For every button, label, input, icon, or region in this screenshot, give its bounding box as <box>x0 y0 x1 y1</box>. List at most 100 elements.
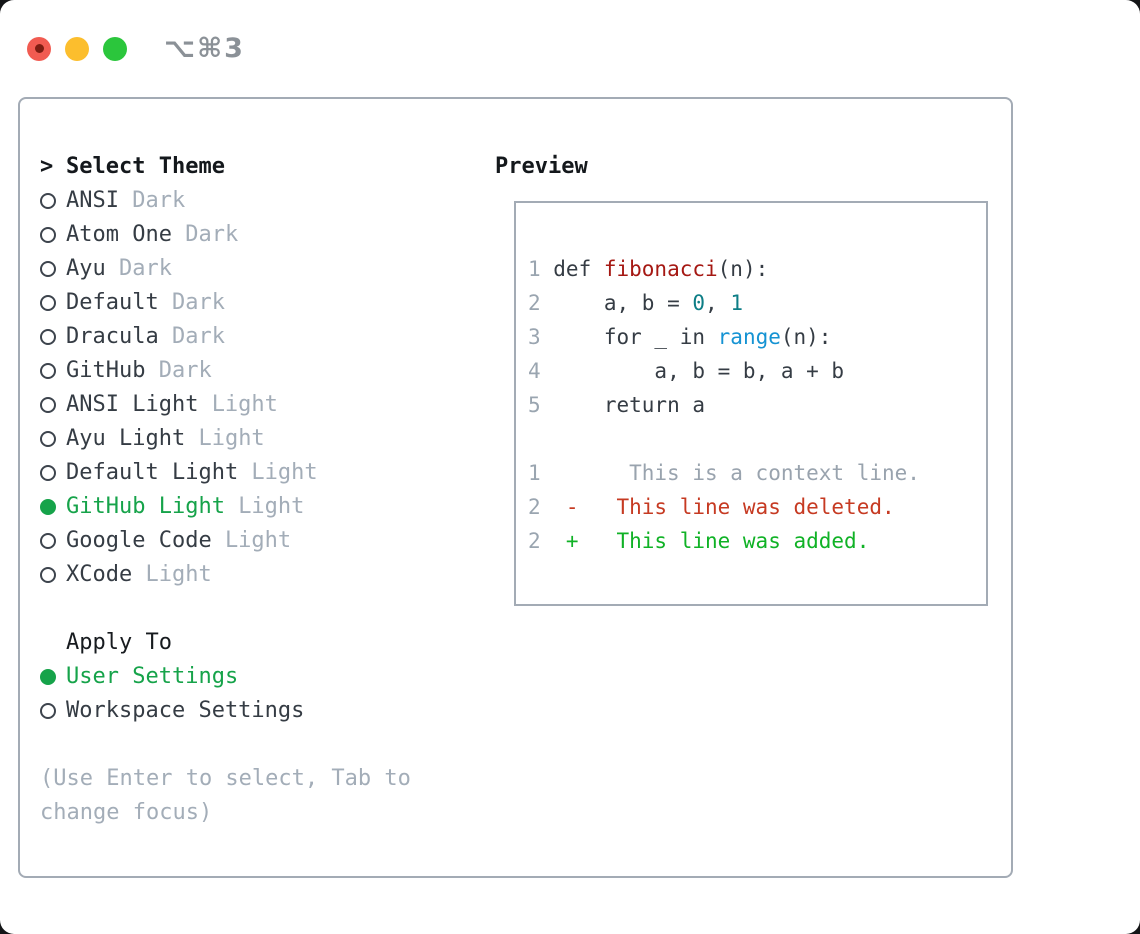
radio-unselected-icon <box>40 397 66 413</box>
radio-unselected-icon <box>40 431 66 447</box>
radio-selected-icon <box>40 669 66 685</box>
radio-unselected-icon <box>40 533 66 549</box>
theme-variant-label: Dark <box>158 358 212 383</box>
theme-variant-label: Light <box>211 392 278 417</box>
apply-to-option[interactable]: User Settings <box>40 660 490 694</box>
diff-line-deleted: 2- This line was deleted. <box>528 490 976 524</box>
diff-text: This is a context line. <box>629 461 920 485</box>
theme-name-label: Google Code <box>66 528 212 553</box>
diff-text: This line was deleted. <box>616 495 895 519</box>
window-title: ⌥⌘3 <box>164 33 245 64</box>
spacer <box>40 728 490 762</box>
code-line: 2 a, b = 0, 1 <box>528 286 976 320</box>
close-button[interactable] <box>27 36 51 61</box>
theme-option[interactable]: GitHub Dark <box>40 354 490 388</box>
code-token-plain: (n): <box>717 257 769 281</box>
code-token-plain: return a <box>553 393 705 417</box>
line-number: 1 <box>528 461 541 485</box>
diff-marker: + <box>565 529 579 553</box>
code-line: 5 return a <box>528 388 976 422</box>
theme-name-label: Default Light <box>66 460 239 485</box>
code-token-number: 1 <box>730 291 743 315</box>
code-token-func: fibonacci <box>603 257 718 281</box>
theme-option[interactable]: Dracula Dark <box>40 320 490 354</box>
diff-line-context: 1 This is a context line. <box>528 456 976 490</box>
code-token-plain: a, b = b, a + b <box>553 359 845 383</box>
line-number: 2 <box>528 495 541 519</box>
spacer <box>40 592 490 626</box>
minimize-button[interactable] <box>65 36 89 61</box>
theme-variant-label: Light <box>251 460 318 485</box>
maximize-button[interactable] <box>103 36 127 61</box>
theme-name-label: GitHub Light <box>66 494 225 519</box>
apply-to-label: User Settings <box>66 664 239 689</box>
theme-variant-label: Dark <box>132 188 186 213</box>
close-button-dot-icon <box>34 44 44 53</box>
diff-text: This line was added. <box>616 529 870 553</box>
radio-unselected-icon <box>40 703 66 719</box>
apply-to-label: Workspace Settings <box>66 698 305 723</box>
code-line: 4 a, b = b, a + b <box>528 354 976 388</box>
select-theme-title: Select Theme <box>66 154 225 179</box>
theme-name-label: Dracula <box>66 324 159 349</box>
radio-unselected-icon <box>40 261 66 277</box>
theme-option[interactable]: ANSI Dark <box>40 184 490 218</box>
radio-unselected-icon <box>40 295 66 311</box>
theme-option[interactable]: GitHub Light Light <box>40 490 490 524</box>
diff-marker: - <box>565 495 579 519</box>
code-token-plain: for _ in <box>553 325 718 349</box>
prompt-caret-icon: > <box>40 154 54 179</box>
theme-name-label: Ayu Light <box>66 426 186 451</box>
theme-variant-label: Dark <box>171 290 225 315</box>
line-number: 3 <box>528 325 541 349</box>
radio-unselected-icon <box>40 227 66 243</box>
code-token-plain: a, b = <box>553 291 693 315</box>
theme-name-label: ANSI Light <box>66 392 199 417</box>
theme-variant-label: Light <box>145 562 212 587</box>
theme-variant-label: Dark <box>171 324 225 349</box>
line-number: 5 <box>528 393 541 417</box>
radio-unselected-icon <box>40 465 66 481</box>
line-number: 2 <box>528 291 541 315</box>
theme-option[interactable]: Atom One Dark <box>40 218 490 252</box>
apply-to-header: Apply To <box>40 626 490 660</box>
theme-name-label: XCode <box>66 562 133 587</box>
theme-variant-label: Light <box>238 494 305 519</box>
theme-name-label: GitHub <box>66 358 146 383</box>
line-number: 1 <box>528 257 541 281</box>
code-token-plain: (n): <box>780 325 832 349</box>
radio-selected-icon <box>40 499 66 515</box>
code-token-builtin: range <box>717 325 781 349</box>
theme-option[interactable]: Default Dark <box>40 286 490 320</box>
code-token-plain: , <box>705 291 731 315</box>
line-number: 2 <box>528 529 541 553</box>
keyboard-hint: (Use Enter to select, Tab to change focu… <box>40 766 411 825</box>
radio-unselected-icon <box>40 329 66 345</box>
code-token-plain: def <box>553 257 604 281</box>
select-theme-header: > Select Theme <box>40 150 490 184</box>
radio-unselected-icon <box>40 363 66 379</box>
theme-name-label: Default <box>66 290 159 315</box>
theme-variant-label: Dark <box>118 256 172 281</box>
preview-title: Preview <box>495 154 588 179</box>
window-titlebar: ⌥⌘3 <box>0 0 1140 97</box>
code-line: 3 for _ in range(n): <box>528 320 976 354</box>
theme-option[interactable]: Default Light Light <box>40 456 490 490</box>
theme-option[interactable]: ANSI Light Light <box>40 388 490 422</box>
line-number: 4 <box>528 359 541 383</box>
theme-name-label: Atom One <box>66 222 172 247</box>
code-token-number: 0 <box>692 291 706 315</box>
theme-option[interactable]: XCode Light <box>40 558 490 592</box>
apply-to-option[interactable]: Workspace Settings <box>40 694 490 728</box>
theme-name-label: ANSI <box>66 188 119 213</box>
theme-variant-label: Dark <box>185 222 239 247</box>
apply-to-title: Apply To <box>66 630 172 655</box>
